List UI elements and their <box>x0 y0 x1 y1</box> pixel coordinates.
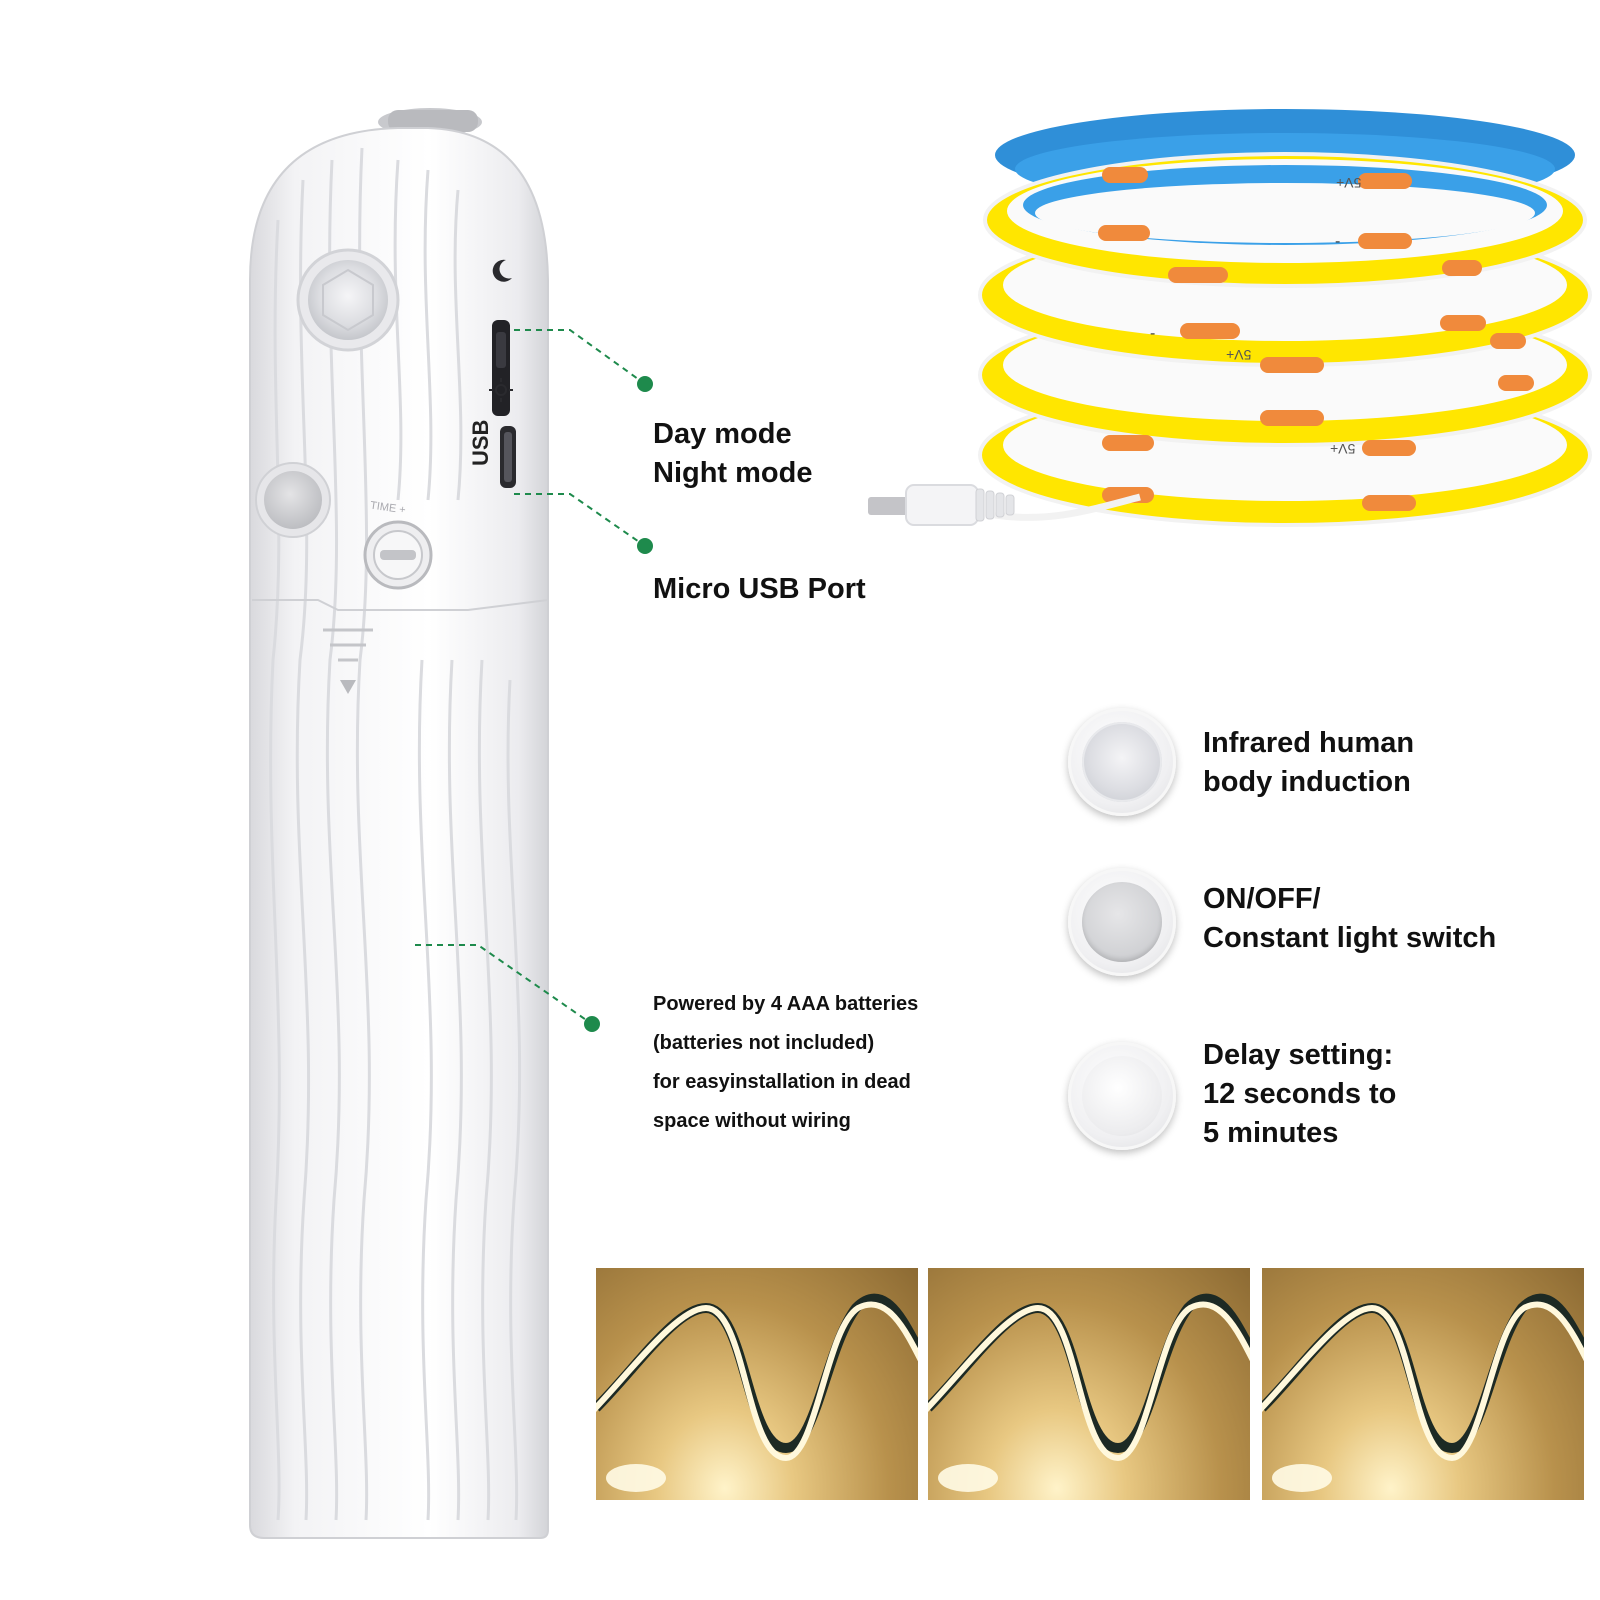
strip-positive-marking-3: 5V+ <box>1330 441 1356 457</box>
feature-switch-line-2: Constant light switch <box>1203 922 1497 954</box>
battery-dot <box>584 1016 600 1032</box>
feature-delay: Delay setting: 12 seconds to 5 minutes <box>1203 1036 1396 1153</box>
feature-switch: ON/OFF/ Constant light switch <box>1203 880 1496 958</box>
delay-knob-face <box>1082 1056 1162 1136</box>
feature-pir: Infrared human body induction <box>1203 724 1414 802</box>
glowing-strip-photo-2 <box>928 1268 1250 1500</box>
delay-knob-icon <box>1068 1042 1176 1150</box>
led-strip-illustration <box>868 109 1592 527</box>
feature-delay-line-2: 12 seconds to <box>1203 1078 1397 1110</box>
usb-callout: Micro USB Port <box>653 570 866 609</box>
pir-sensor-lens <box>1082 722 1162 802</box>
battery-leader <box>415 944 593 1025</box>
battery-callout: Powered by 4 AAA batteries (batteries no… <box>653 985 918 1141</box>
strip-negative-marking: - <box>1335 233 1341 250</box>
mode-switch-dot <box>637 376 653 392</box>
battery-line-1: Powered by 4 AAA batteries <box>653 993 919 1015</box>
mode-switch-callout: Day mode Night mode <box>653 415 813 493</box>
feature-pir-line-1: Infrared human <box>1203 727 1415 759</box>
strip-positive-marking: 5V+ <box>1336 175 1362 191</box>
night-mode-label: Night mode <box>653 457 813 489</box>
battery-line-3: for easyinstallation in dead <box>653 1071 911 1093</box>
feature-delay-line-1: Delay setting: <box>1203 1039 1394 1071</box>
feature-pir-line-2: body induction <box>1203 766 1411 798</box>
feature-switch-line-1: ON/OFF/ <box>1203 883 1321 915</box>
power-button-icon <box>1068 868 1176 976</box>
usb-dot <box>637 538 653 554</box>
glowing-strip-photo-1 <box>596 1268 918 1500</box>
strip-negative-marking-2: - <box>1150 325 1156 342</box>
battery-line-2: (batteries not included) <box>653 1032 875 1054</box>
usb-leader <box>514 493 646 547</box>
battery-line-4: space without wiring <box>653 1110 851 1132</box>
glowing-strip-photo-3 <box>1262 1268 1584 1500</box>
led-strip-reel: 5V+ 5V+ 5V+ - - <box>830 85 1600 555</box>
day-mode-label: Day mode <box>653 418 792 450</box>
power-button-cap <box>1082 882 1162 962</box>
feature-delay-line-3: 5 minutes <box>1203 1117 1339 1149</box>
controller-illustration <box>249 108 549 1539</box>
micro-usb-label: Micro USB Port <box>653 573 866 605</box>
strip-positive-marking-2: 5V+ <box>1226 347 1252 363</box>
motion-sensor-controller: USB TIME + <box>248 100 560 1540</box>
pir-sensor-icon <box>1068 708 1176 816</box>
mode-switch-leader <box>514 329 646 385</box>
